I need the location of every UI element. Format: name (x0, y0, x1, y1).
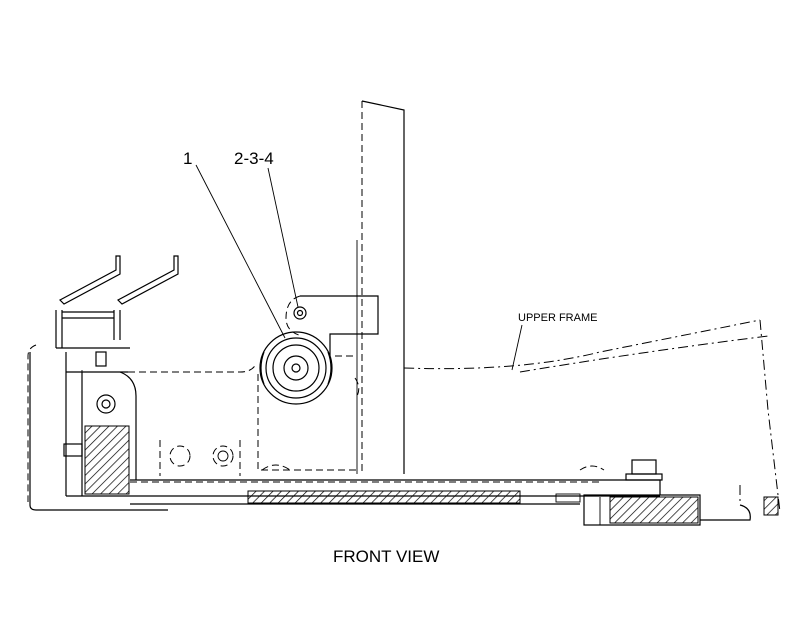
callout-1: 1 (183, 149, 192, 168)
callout-upper-frame: UPPER FRAME (518, 312, 597, 324)
base-plate (66, 479, 661, 505)
callout-2-3-4: 2-3-4 (234, 149, 274, 168)
spring-clips (55, 255, 179, 349)
upper-frame-outline (403, 319, 781, 513)
roller-wheel (259, 331, 333, 405)
fastener-bolt (293, 306, 307, 320)
left-support (27, 344, 257, 511)
view-title: FRONT VIEW (333, 547, 439, 566)
center-bracket (257, 295, 379, 471)
right-end-block (579, 459, 779, 526)
vertical-post (356, 100, 405, 474)
leader-lines (195, 164, 523, 371)
